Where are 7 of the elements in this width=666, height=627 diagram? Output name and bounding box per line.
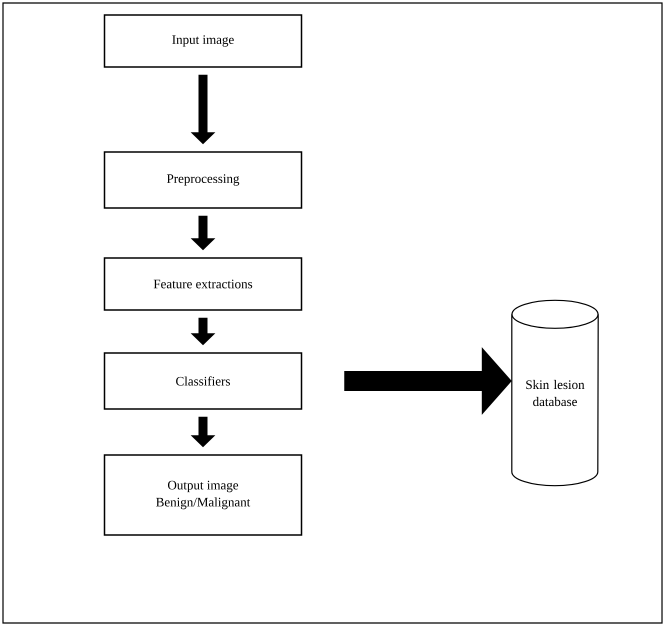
process-box: Input image — [104, 14, 302, 68]
node-label: Skin lesion database — [526, 380, 584, 406]
database-cylinder: Skin lesion database — [511, 300, 599, 486]
process-box: Classifiers — [104, 352, 302, 410]
process-box: Preprocessing — [104, 151, 302, 209]
process-box: Output image Benign/Malignant — [104, 454, 302, 536]
process-box: Feature extractions — [104, 257, 302, 311]
